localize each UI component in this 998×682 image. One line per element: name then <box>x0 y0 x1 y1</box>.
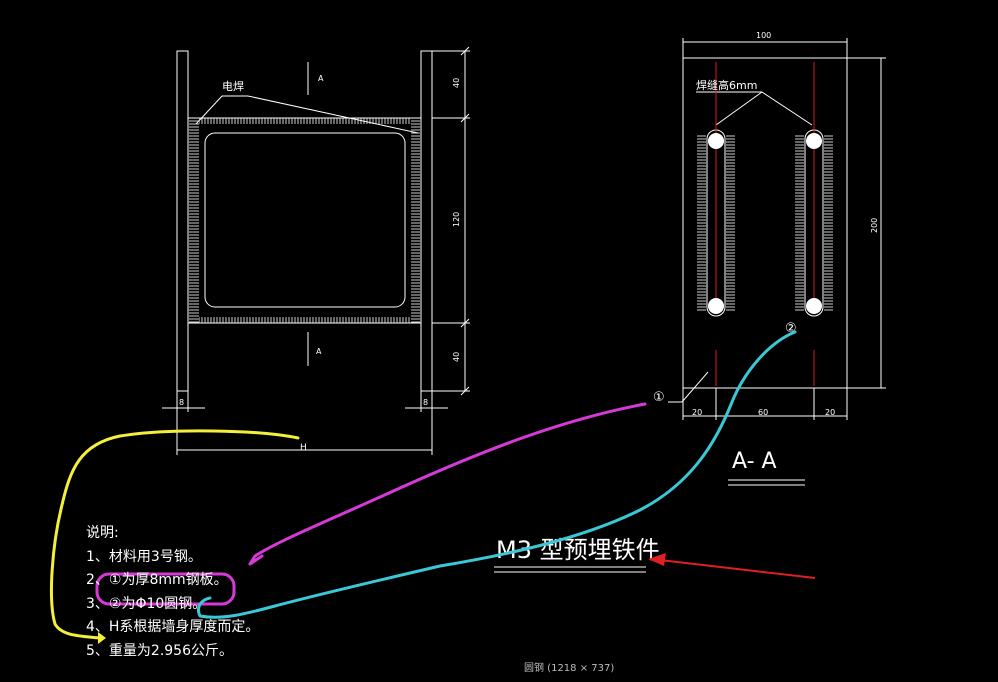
callout-1: ① <box>653 390 665 405</box>
annotation-magenta-circle <box>95 572 236 606</box>
red-arrow <box>648 553 816 579</box>
dim-height: 200 <box>870 218 879 233</box>
section-view <box>494 38 886 573</box>
right-plate <box>420 50 433 392</box>
annotation-cyan <box>196 330 797 619</box>
rod-ends <box>708 133 822 314</box>
weld-note: 焊缝高6mm <box>696 78 757 92</box>
dim-left-plate: 8 <box>179 398 184 407</box>
front-view <box>162 46 470 455</box>
section-mark-bottom: A <box>316 347 322 356</box>
dim-right-20: 20 <box>825 408 835 417</box>
dim-right-plate: 8 <box>423 398 428 407</box>
section-plate <box>682 57 848 389</box>
dim-width: 100 <box>756 31 771 40</box>
dim-bottom: 40 <box>452 352 461 362</box>
section-mark-top: A <box>318 74 324 83</box>
dim-middle: 120 <box>452 212 461 227</box>
note-item-5: 5、重量为2.956公斤。 <box>86 642 233 659</box>
centerlines <box>715 62 815 386</box>
note-item-4: 4、H系根据墙身厚度而定。 <box>86 619 260 635</box>
dim-middle-60: 60 <box>758 408 768 417</box>
annotations <box>49 330 797 644</box>
weld-label: 电焊 <box>222 79 244 93</box>
left-plate <box>176 50 189 392</box>
annotation-yellow <box>49 429 300 640</box>
section-title: A- A <box>732 449 777 474</box>
dim-overall-h: H <box>300 443 307 453</box>
note-item-2: 2、①为厚8mm钢板。 <box>86 572 228 588</box>
callout-2: ② <box>785 321 797 336</box>
image-info-tooltip: 圆钢 (1218 × 737) <box>524 663 615 674</box>
notes-heading: 说明: <box>86 525 119 541</box>
notes-block: 说明: 1、材料用3号钢。 2、①为厚8mm钢板。 3、②为Φ10圆钢。 4、H… <box>86 522 259 663</box>
note-item-3: 3、②为Φ10圆钢。 <box>86 595 207 612</box>
inner-frame <box>204 132 406 308</box>
dim-top: 40 <box>452 78 461 88</box>
dim-left-20: 20 <box>692 408 702 417</box>
note-item-1: 1、材料用3号钢。 <box>86 548 202 565</box>
annotation-magenta <box>248 402 647 566</box>
